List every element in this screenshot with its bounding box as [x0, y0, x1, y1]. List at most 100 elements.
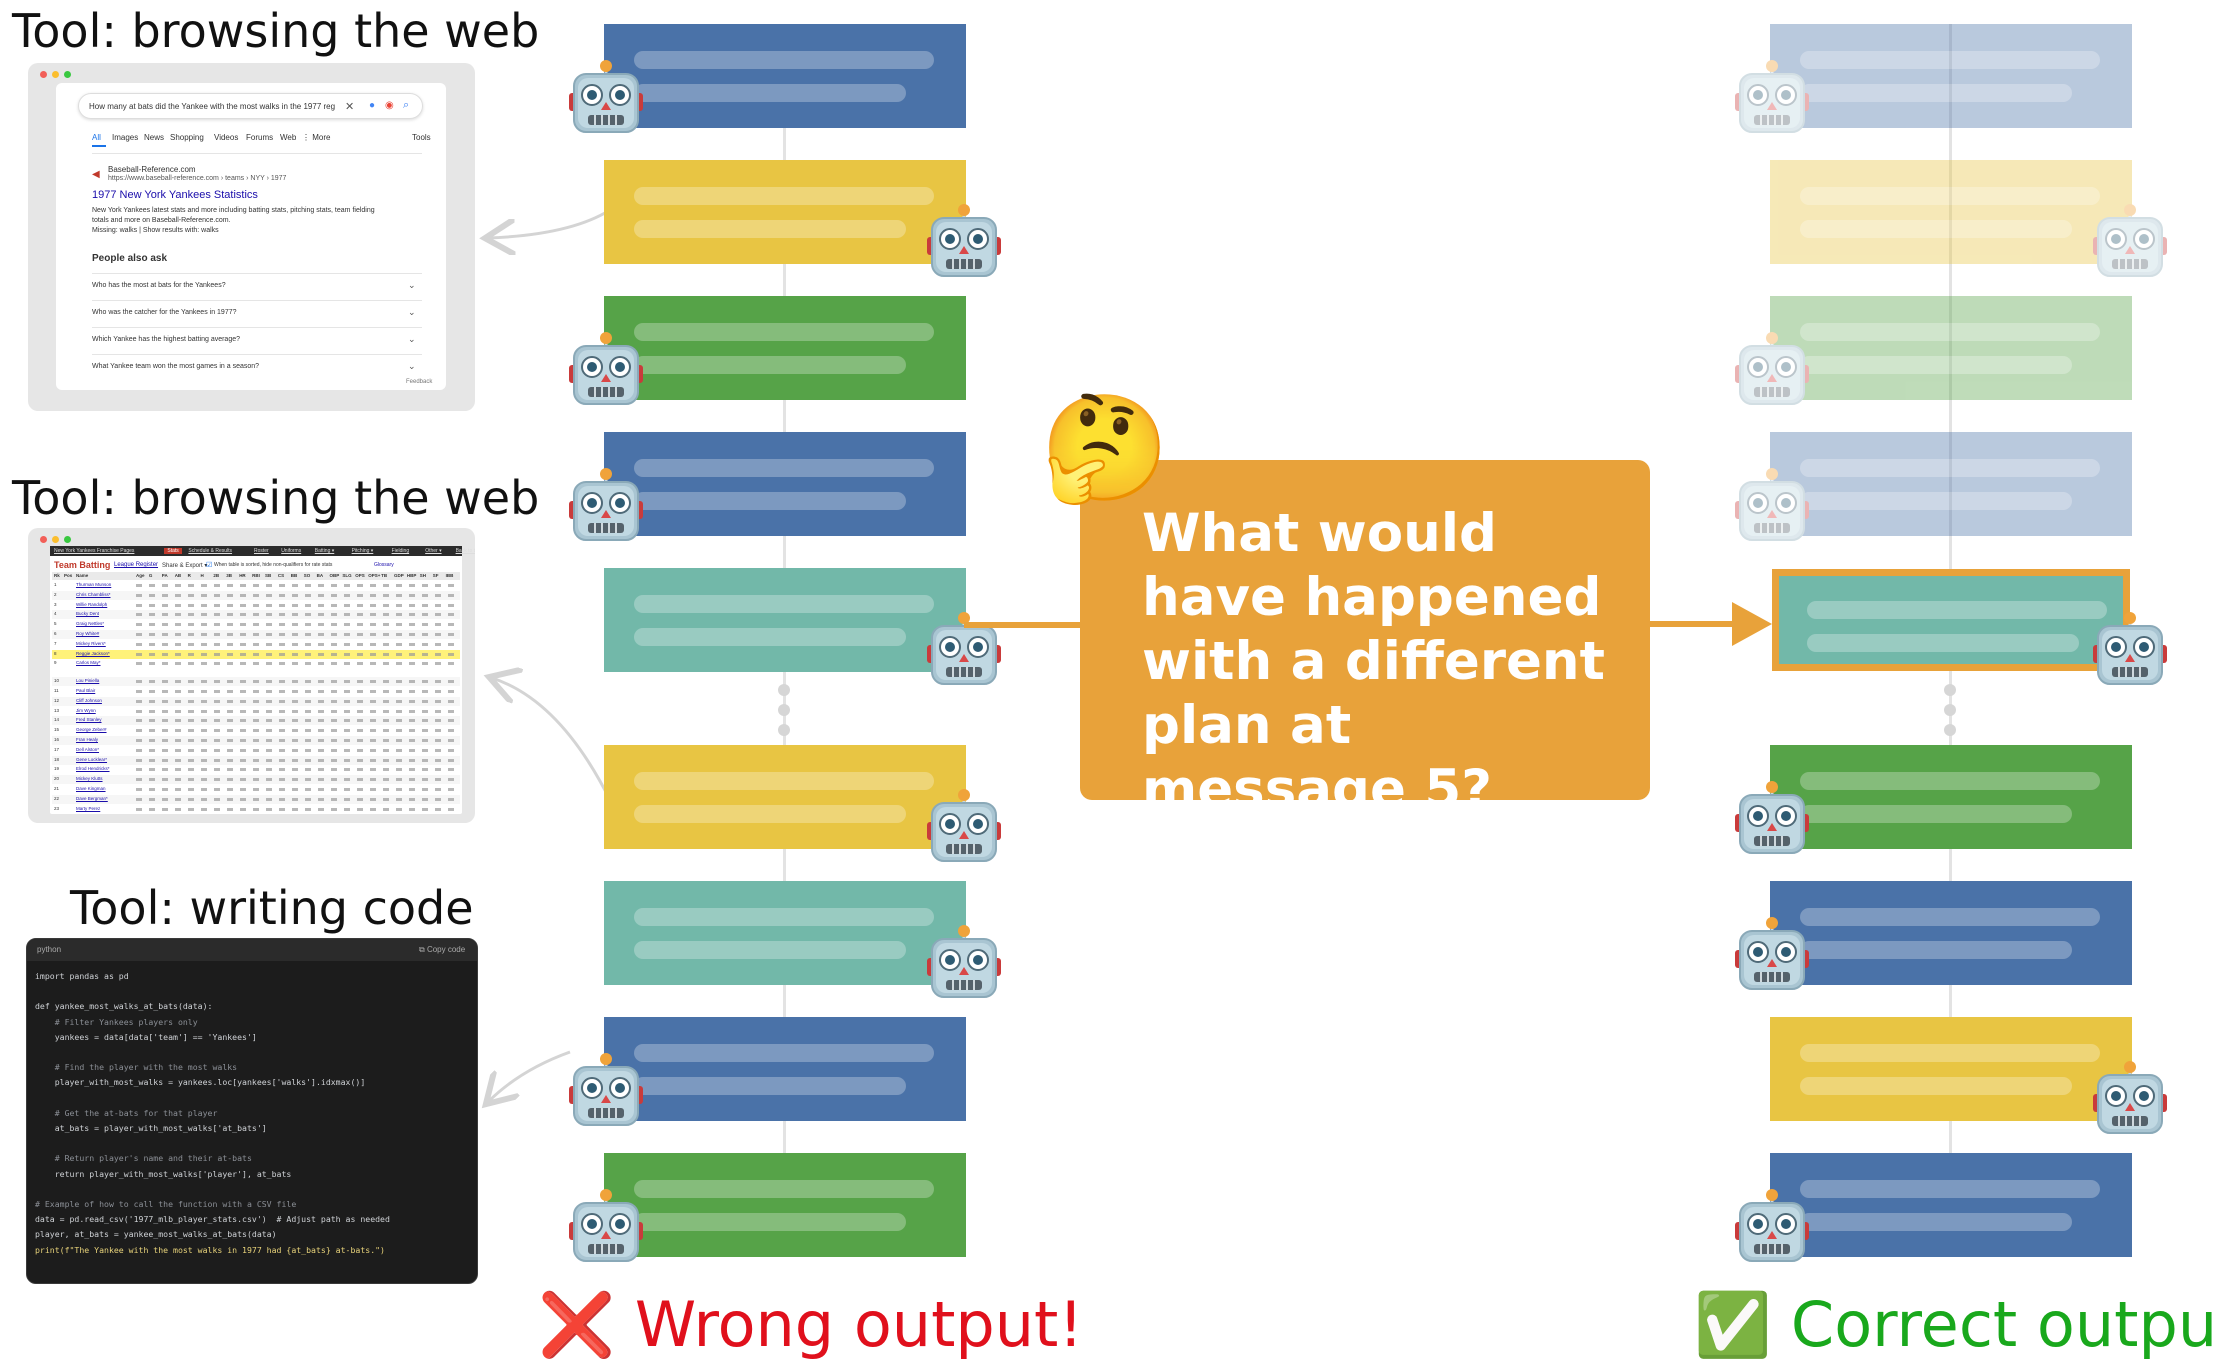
- player-link[interactable]: Cliff Johnson: [76, 697, 102, 703]
- right-message-2[interactable]: [1770, 160, 2132, 264]
- left-message-5[interactable]: [604, 568, 966, 672]
- left-message-4[interactable]: [604, 432, 966, 536]
- column-header[interactable]: IBB: [445, 573, 454, 578]
- lens-icon[interactable]: ◉: [385, 100, 394, 111]
- checkbox-icon[interactable]: ☑: [206, 562, 213, 569]
- column-header[interactable]: SO: [303, 573, 311, 578]
- player-link[interactable]: Marty Perez: [76, 805, 101, 811]
- right-message-8[interactable]: [1770, 1017, 2132, 1121]
- column-header[interactable]: BB: [290, 573, 298, 578]
- left-message-6[interactable]: [604, 745, 966, 849]
- player-link[interactable]: Dave Kingman: [76, 786, 106, 791]
- column-header[interactable]: PA: [161, 573, 168, 578]
- stats-nav-item[interactable]: Roster: [254, 548, 269, 554]
- chevron-down-icon[interactable]: ⌄: [408, 307, 416, 317]
- column-header[interactable]: OPS+: [368, 573, 381, 578]
- player-link[interactable]: Gene Locklear*: [76, 756, 108, 762]
- column-header[interactable]: OBP: [329, 573, 340, 578]
- right-message-3[interactable]: [1770, 296, 2132, 400]
- column-header[interactable]: 3B: [226, 573, 233, 578]
- right-message-4[interactable]: [1770, 432, 2132, 536]
- tab-news[interactable]: News: [144, 133, 165, 142]
- column-header[interactable]: TB: [381, 573, 388, 578]
- column-header[interactable]: SB: [265, 573, 272, 578]
- tab-videos[interactable]: Videos: [214, 133, 239, 142]
- stats-nav-item[interactable]: Fielding: [391, 548, 410, 554]
- player-link[interactable]: Fran Healy: [76, 737, 99, 742]
- glossary-link[interactable]: Glossary: [374, 562, 394, 568]
- paa-item[interactable]: Who was the catcher for the Yankees in 1…: [92, 300, 422, 324]
- player-link[interactable]: Bucky Dent: [76, 611, 100, 617]
- column-header[interactable]: RBI: [252, 573, 260, 578]
- player-link[interactable]: Elrod Hendricks*: [76, 766, 110, 772]
- share-export-menu[interactable]: Share & Export ▾: [162, 563, 208, 569]
- tab-images[interactable]: Images: [112, 133, 139, 142]
- right-message-5[interactable]: [1772, 569, 2130, 671]
- player-link[interactable]: Thurman Munson: [76, 582, 112, 587]
- copy-code-button[interactable]: ⧉ Copy code: [419, 945, 466, 954]
- right-message-1[interactable]: [1770, 24, 2132, 128]
- chevron-down-icon[interactable]: ⌄: [408, 334, 416, 344]
- stats-nav-item[interactable]: New York Yankees Franchise Pages: [54, 548, 135, 554]
- left-message-3[interactable]: [604, 296, 966, 400]
- column-header[interactable]: CS: [277, 573, 285, 578]
- player-link[interactable]: Mickey Klutts: [76, 776, 103, 782]
- chevron-down-icon[interactable]: ⌄: [408, 280, 416, 290]
- chevron-down-icon[interactable]: ⌄: [408, 361, 416, 371]
- column-header[interactable]: H: [200, 573, 204, 578]
- player-link[interactable]: Fred Stanley: [76, 717, 102, 723]
- column-header[interactable]: BA: [316, 573, 324, 578]
- tab-tools[interactable]: Tools: [412, 133, 431, 142]
- left-message-7[interactable]: [604, 881, 966, 985]
- column-header[interactable]: SF: [432, 573, 439, 578]
- left-message-8[interactable]: [604, 1017, 966, 1121]
- player-link[interactable]: Carlos May*: [76, 660, 101, 666]
- left-message-2[interactable]: [604, 160, 966, 264]
- right-message-6[interactable]: [1770, 745, 2132, 849]
- feedback-link[interactable]: Feedback: [406, 379, 433, 385]
- column-header[interactable]: SLG: [342, 573, 352, 578]
- stats-nav-item[interactable]: Batting ▾: [314, 548, 335, 554]
- column-header[interactable]: G: [148, 573, 153, 578]
- tab-forums[interactable]: Forums: [246, 133, 274, 142]
- column-header[interactable]: AB: [174, 573, 182, 578]
- tab-web[interactable]: Web: [280, 133, 297, 142]
- player-link[interactable]: Lou Piniella: [76, 678, 100, 684]
- column-header[interactable]: HR: [239, 573, 246, 578]
- search-input[interactable]: How many at bats did the Yankee with the…: [78, 93, 423, 119]
- player-link[interactable]: Paul Blair: [76, 688, 96, 693]
- tab-all[interactable]: All: [92, 133, 101, 142]
- player-link[interactable]: Jim Wynn: [76, 707, 96, 713]
- player-link[interactable]: Dell Alston*: [76, 746, 100, 752]
- left-message-1[interactable]: [604, 24, 966, 128]
- column-header[interactable]: Age: [136, 573, 145, 578]
- player-link[interactable]: Dave Bergman*: [76, 795, 108, 801]
- league-register-link[interactable]: League Register: [114, 562, 159, 568]
- clear-icon[interactable]: ✕: [345, 101, 355, 113]
- tab-more[interactable]: ⋮ More: [302, 133, 331, 142]
- column-header[interactable]: Pos: [64, 573, 73, 578]
- player-link[interactable]: Reggie Jackson*: [76, 650, 110, 656]
- column-header[interactable]: HBP: [406, 573, 417, 578]
- paa-item[interactable]: Which Yankee has the highest batting ave…: [92, 327, 422, 351]
- player-link[interactable]: Chris Chambliss*: [76, 591, 111, 597]
- column-header[interactable]: SH: [419, 573, 427, 578]
- column-header[interactable]: OPS: [355, 573, 365, 578]
- paa-item[interactable]: Who has the most at bats for the Yankees…: [92, 273, 422, 297]
- stats-nav-item[interactable]: Stats: [164, 548, 182, 554]
- stats-nav-item[interactable]: Pitching ▾: [351, 548, 374, 554]
- column-header[interactable]: Rk: [54, 573, 60, 578]
- player-link[interactable]: George Zeber#: [76, 727, 107, 733]
- player-link[interactable]: Willie Randolph: [76, 601, 108, 607]
- right-message-7[interactable]: [1770, 881, 2132, 985]
- tab-shopping[interactable]: Shopping: [170, 133, 204, 142]
- player-link[interactable]: Graig Nettles*: [76, 621, 105, 627]
- column-header[interactable]: R: [187, 573, 191, 578]
- right-message-9[interactable]: [1770, 1153, 2132, 1257]
- column-header[interactable]: Name: [76, 573, 89, 578]
- left-message-9[interactable]: [604, 1153, 966, 1257]
- result-title-link[interactable]: 1977 New York Yankees Statistics: [92, 189, 258, 201]
- stats-nav-item[interactable]: Other ▾: [425, 548, 442, 554]
- paa-item[interactable]: What Yankee team won the most games in a…: [92, 354, 422, 378]
- search-icon[interactable]: ⌕: [403, 99, 410, 111]
